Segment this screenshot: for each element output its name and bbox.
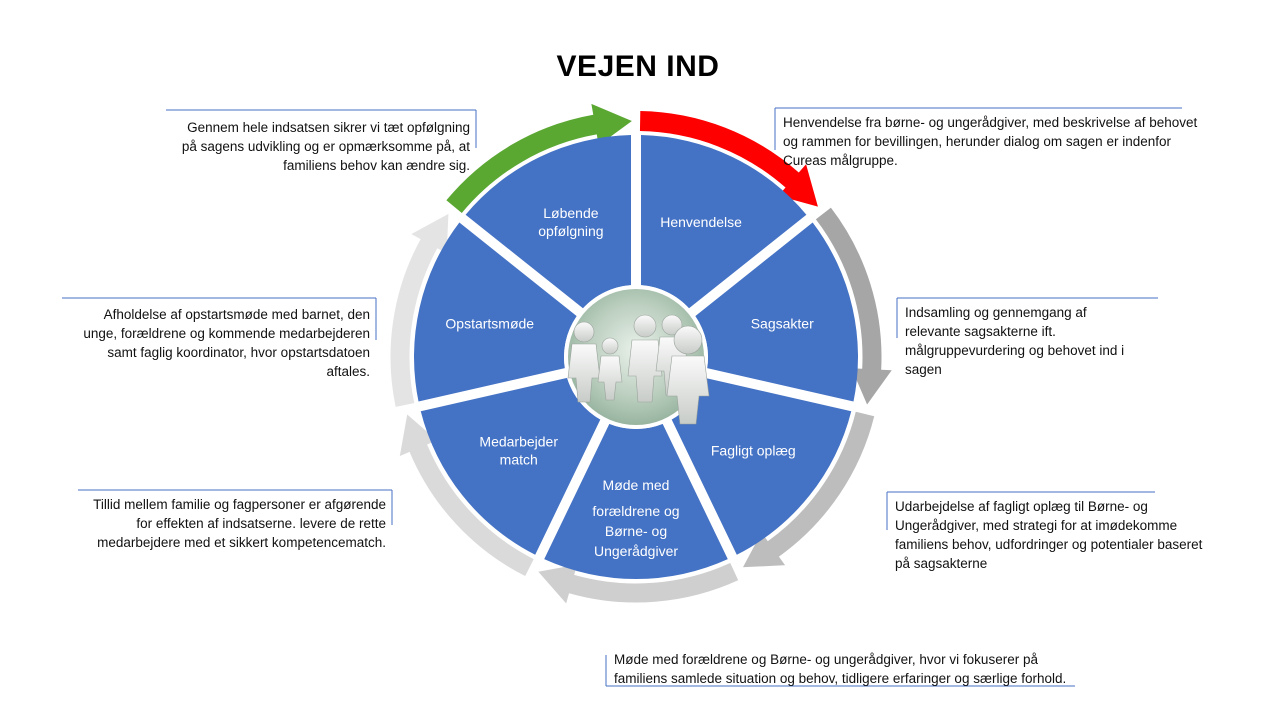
callout-line: aftales. <box>326 364 370 379</box>
callout-line: målgruppevurdering og behovet ind i <box>905 343 1125 358</box>
segment-label-henvendelse: Henvendelse <box>660 214 742 230</box>
callout-line: og rammen for bevillingen, herunder dial… <box>783 134 1171 149</box>
callout-fagligt-oplaeg: Udarbejdelse af fagligt oplæg til Børne-… <box>895 497 1225 573</box>
segment-sagsakter <box>695 222 858 402</box>
segment-opstartsmoede <box>413 222 577 402</box>
callout-line: Ungerådgiver, med strategi for at imødek… <box>895 518 1178 533</box>
callout-henvendelse: Henvendelse fra børne- og ungerådgiver, … <box>783 113 1243 170</box>
callout-line: relevante sagsakterne ift. <box>905 324 1056 339</box>
segment-medarbejder-match <box>420 377 601 555</box>
callout-line: Afholdelse af opstartsmøde med barnet, d… <box>103 307 370 322</box>
callout-line: Indsamling og gennemgang af <box>905 305 1087 320</box>
segment-moede <box>544 423 728 579</box>
callout-line: familiens behov, udfordringer og potenti… <box>895 537 1203 552</box>
callout-line: familiens samlede situation og behov, ti… <box>614 671 1067 686</box>
segment-henvendelse <box>640 135 807 309</box>
callout-line: på sagsakterne <box>895 556 988 571</box>
people-figures-icon <box>564 285 710 429</box>
callout-line: samt faglig koordinator, hvor opstartsda… <box>107 345 370 360</box>
callout-line: sagen <box>905 362 942 377</box>
arrow-green <box>446 103 632 214</box>
segment-label-sagsakter: Sagsakter <box>751 316 814 332</box>
arrow-red <box>639 111 818 207</box>
callout-line: på sagens udvikling og er opmærksomme på… <box>181 139 470 154</box>
callout-line: Cureas målgruppe. <box>783 153 898 168</box>
segment-fagligt-oplaeg <box>671 377 852 555</box>
callout-line: for effekten af indsatserne. levere de r… <box>136 516 386 531</box>
callout-line: Henvendelse fra børne- og ungerådgiver, … <box>783 115 1198 130</box>
arrow-grey-2 <box>741 410 876 569</box>
callout-line: medarbejdere med et sikkert kompetencema… <box>97 535 386 550</box>
callout-loebende-opfoelgning: Gennem hele indsatsen sikrer vi tæt opfø… <box>150 118 470 175</box>
callout-moede: Møde med forældrene og Børne- og ungeråd… <box>614 650 1084 688</box>
callout-sagsakter: Indsamling og gennemgang af relevante sag… <box>905 303 1205 379</box>
callout-line: Udarbejdelse af fagligt oplæg til Børne-… <box>895 499 1148 514</box>
callout-line: Gennem hele indsatsen sikrer vi tæt opfø… <box>187 120 470 135</box>
arrow-grey-3 <box>536 561 740 606</box>
callout-line: familiens behov kan ændre sig. <box>283 158 470 173</box>
arrow-grey-4 <box>398 412 536 578</box>
segment-loebende-opfoelgning <box>465 135 632 309</box>
arrow-grey-1 <box>814 206 894 407</box>
segment-label-fagligt-oplaeg: Fagligt oplæg <box>711 443 796 459</box>
callout-line: Tillid mellem familie og fagpersoner er … <box>93 497 386 512</box>
page-title: VEJEN IND <box>556 50 720 83</box>
callout-line: Møde med forældrene og Børne- og ungeråd… <box>614 652 1038 667</box>
arrow-grey-5 <box>389 212 450 409</box>
callout-medarbejder-match: Tillid mellem familie og fagpersoner er … <box>70 495 386 552</box>
callout-opstartsmoede: Afholdelse af opstartsmøde med barnet, d… <box>40 305 370 381</box>
segment-label-opstartsmoede: Opstartsmøde <box>445 316 534 332</box>
callout-line: unge, forældrene og kommende medarbejder… <box>83 326 370 341</box>
